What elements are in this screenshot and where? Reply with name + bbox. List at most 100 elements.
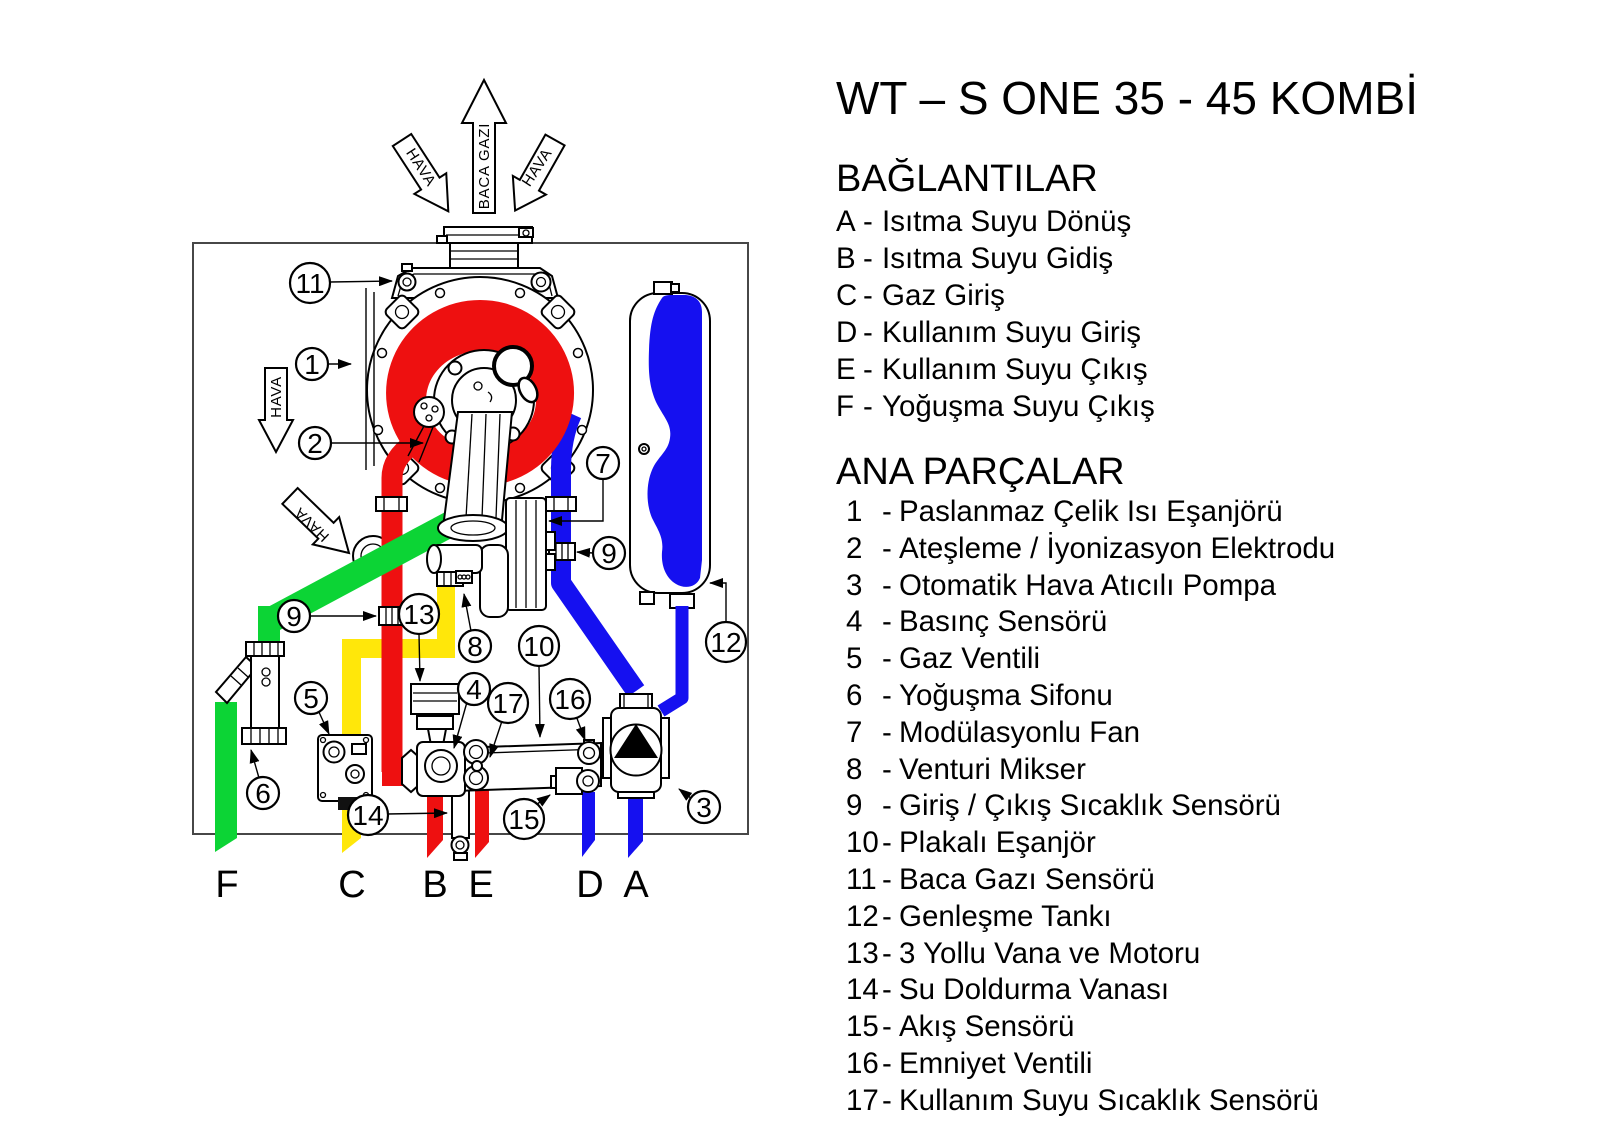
casing-bolts — [372, 287, 588, 494]
part-item: 6-Yoğuşma Sifonu — [846, 678, 1113, 712]
callout-10: 10 — [517, 624, 561, 668]
svg-text:13: 13 — [403, 599, 434, 630]
port-letter-f: F — [215, 864, 238, 906]
callout-17: 17 — [486, 681, 530, 725]
connection-item: C-Gaz Giriş — [836, 279, 1005, 312]
part-item: 4-Basınç Sensörü — [846, 605, 1108, 639]
condensate-pipe — [258, 510, 461, 650]
callout-7: 7 — [585, 445, 621, 481]
svg-text:1: 1 — [304, 349, 320, 380]
svg-text:5: 5 — [303, 683, 319, 714]
flue-gas-sensor — [397, 263, 417, 292]
svg-text:11: 11 — [295, 268, 324, 299]
part-item: 5-Gaz Ventili — [846, 642, 1041, 676]
svg-text:HAVA: HAVA — [268, 376, 285, 418]
callout-12: 12 — [704, 620, 748, 664]
callout-4: 4 — [456, 671, 492, 707]
heat-exchanger-ring — [386, 300, 575, 486]
stub-b — [427, 794, 443, 858]
stub-f — [215, 702, 237, 852]
tank-water — [647, 295, 702, 587]
part-item: 16-Emniyet Ventili — [846, 1046, 1093, 1080]
part-item: 14-Su Doldurma Vanası — [846, 973, 1170, 1007]
svg-text:9: 9 — [286, 601, 302, 632]
parts-heading: ANA PARÇALAR — [836, 451, 1125, 493]
page-title: WT – S ONE 35 - 45 KOMBİ — [836, 72, 1418, 124]
svg-text:7: 7 — [595, 448, 611, 479]
part-item: 7-Modülasyonlu Fan — [846, 715, 1141, 749]
dhw-temp-sensor — [471, 760, 483, 772]
port-letter-a: A — [623, 864, 649, 906]
svg-text:BACA GAZI: BACA GAZI — [476, 123, 493, 209]
callout-16: 16 — [548, 677, 592, 721]
stub-a — [628, 794, 643, 858]
svg-text:8: 8 — [467, 631, 483, 662]
svg-text:17: 17 — [492, 688, 523, 719]
part-item: 13-3 Yollu Vana ve Motoru — [846, 936, 1201, 970]
svg-text:12: 12 — [710, 627, 741, 658]
callout-2: 2 — [297, 425, 333, 461]
part-item: 10-Plakalı Eşanjör — [846, 826, 1096, 860]
stub-e — [475, 788, 489, 858]
parts-list: 1-Paslanmaz Çelik Isı Eşanjörü 2-Ateşlem… — [836, 494, 1335, 1120]
connection-item: A-Isıtma Suyu Dönüş — [836, 205, 1132, 238]
callout-13: 13 — [397, 592, 441, 636]
boiler-diagram: 11 1 2 7 9 12 9 13 8 10 5 4 17 16 6 14 1… — [192, 77, 749, 906]
svg-text:9: 9 — [601, 538, 617, 569]
part-item: 1-Paslanmaz Çelik Isı Eşanjörü — [846, 495, 1283, 528]
part-item: 15-Akış Sensörü — [846, 1010, 1075, 1044]
part-item: 9-Giriş / Çıkış Sıcaklık Sensörü — [846, 789, 1281, 823]
part-item: 12-Genleşme Tankı — [846, 899, 1112, 933]
fan-assembly — [479, 497, 556, 618]
air-arrow-side: HAVA — [257, 367, 295, 455]
callouts: 11 1 2 7 9 12 9 13 8 10 5 4 17 16 6 14 1… — [245, 261, 748, 841]
pipe-clamp — [375, 496, 408, 512]
port-letter-c: C — [338, 864, 365, 906]
port-letter-b: B — [422, 864, 447, 906]
pump-rotor — [614, 724, 658, 758]
svg-text:15: 15 — [508, 804, 539, 835]
callout-3: 3 — [686, 789, 722, 825]
connections-heading: BAĞLANTILAR — [836, 158, 1098, 200]
flue-collar — [436, 226, 534, 269]
callout-14: 14 — [346, 793, 390, 837]
flue-gas-arrow: BACA GAZI — [460, 77, 508, 214]
connection-item: F-Yoğuşma Suyu Çıkış — [836, 390, 1155, 423]
callout-15: 15 — [502, 797, 546, 841]
electrode-port — [407, 396, 445, 463]
callout-8: 8 — [457, 628, 493, 664]
sight-glass — [492, 345, 534, 387]
casing-side-panel — [365, 288, 375, 470]
svg-text:14: 14 — [352, 800, 383, 831]
expansion-tank — [629, 281, 711, 717]
pump — [602, 693, 670, 799]
port-letters: F C B E D A — [215, 864, 649, 906]
connection-item: E-Kullanım Suyu Çıkış — [836, 353, 1148, 386]
connection-item: B-Isıtma Suyu Gidiş — [836, 242, 1114, 275]
svg-text:2: 2 — [307, 428, 323, 459]
flow-sensor — [550, 767, 600, 795]
part-item: 8-Venturi Mikser — [846, 752, 1086, 786]
callout-9-inlet: 9 — [276, 598, 312, 634]
safety-valve — [577, 739, 601, 765]
venturi-mixer — [426, 544, 483, 587]
part-item: 11-Baca Gazı Sensörü — [846, 862, 1155, 896]
svg-text:16: 16 — [554, 684, 585, 715]
callout-9-outlet: 9 — [591, 535, 627, 571]
condensate-siphon — [214, 641, 287, 745]
svg-text:6: 6 — [255, 778, 271, 809]
ignition-lead — [517, 376, 539, 404]
part-item: 17-Kullanım Suyu Sıcaklık Sensörü — [846, 1083, 1319, 1117]
connection-item: D-Kullanım Suyu Giriş — [836, 316, 1142, 349]
port-letter-e: E — [468, 864, 493, 906]
air-arrow-top-right: HAVA — [511, 133, 566, 213]
stub-d — [582, 792, 595, 857]
pipe-clamp — [545, 496, 577, 512]
air-arrow-top-left: HAVA — [391, 132, 450, 213]
connections-list: A-Isıtma Suyu Dönüş B-Isıtma Suyu Gidiş … — [836, 203, 1155, 425]
gas-valve — [317, 734, 373, 810]
burner-assembly — [407, 345, 539, 542]
part-item: 2-Ateşleme / İyonizasyon Elektrodu — [846, 531, 1336, 565]
callout-1: 1 — [294, 346, 330, 382]
svg-text:3: 3 — [696, 792, 712, 823]
